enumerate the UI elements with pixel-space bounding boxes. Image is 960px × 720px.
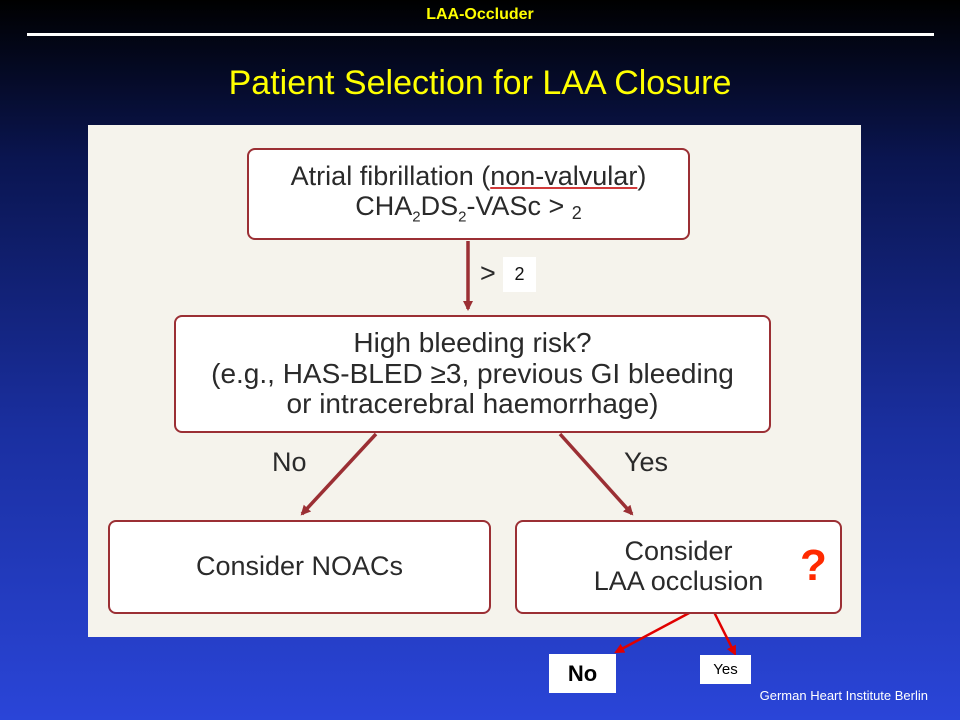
footer-institution: German Heart Institute Berlin bbox=[759, 688, 928, 703]
noac-label: Consider NOACs bbox=[195, 551, 404, 582]
edge-label-no: No bbox=[272, 447, 307, 477]
header-divider bbox=[27, 33, 934, 36]
laa-line-2: LAA occlusion bbox=[593, 566, 764, 596]
edge-label-yes: Yes bbox=[624, 447, 669, 477]
slide-title: Patient Selection for LAA Closure bbox=[228, 64, 732, 102]
bleed-line-3: or intracerebral haemorrhage) bbox=[286, 388, 659, 420]
af-line-2: CHA2DS2-VASc > 2 bbox=[355, 190, 582, 226]
af-threshold: 2 bbox=[571, 202, 582, 223]
box-consider-noacs: Consider NOACs bbox=[108, 520, 491, 614]
bleed-line-1: High bleeding risk? bbox=[353, 326, 592, 358]
af-line-1: Atrial fibrillation (non-valvular) bbox=[290, 161, 647, 192]
header-label: LAA-Occluder bbox=[426, 6, 534, 23]
edge-threshold-chip: 2 bbox=[503, 257, 536, 292]
bleed-line-2: (e.g., HAS-BLED ≥3, previous GI bleeding bbox=[211, 357, 734, 389]
answer-yes-box: Yes bbox=[700, 655, 751, 684]
question-mark: ? bbox=[800, 541, 827, 590]
box-consider-laa-occlusion: Consider LAA occlusion bbox=[515, 520, 842, 614]
arrow-bleeding-to-noac bbox=[300, 432, 378, 516]
box-high-bleeding-risk: High bleeding risk? (e.g., HAS-BLED ≥3, … bbox=[174, 315, 771, 433]
answer-no-box: No bbox=[549, 654, 616, 693]
arrow-bleeding-to-laa bbox=[558, 432, 634, 516]
edge-operator: > bbox=[480, 258, 496, 288]
laa-line-1: Consider bbox=[624, 536, 733, 567]
box-atrial-fibrillation: Atrial fibrillation (non-valvular) CHA2D… bbox=[247, 148, 690, 240]
nonvalvular-text: non-valvular bbox=[490, 161, 638, 192]
